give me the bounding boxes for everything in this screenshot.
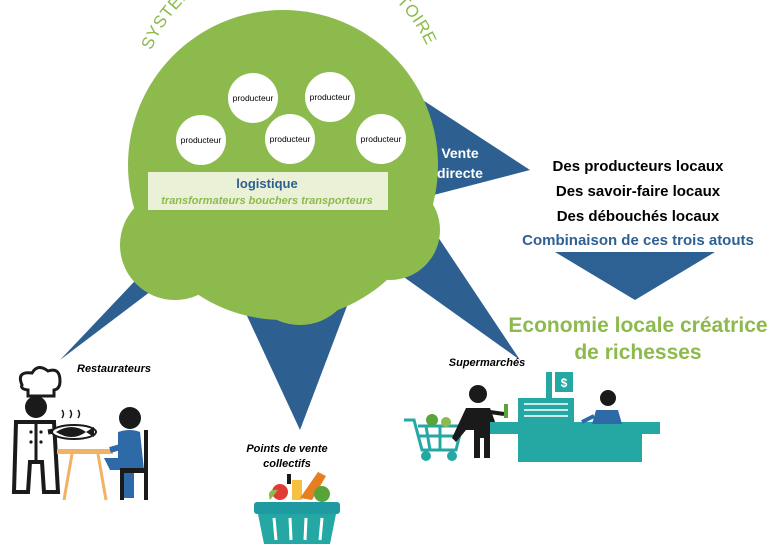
shopper-icon bbox=[452, 385, 508, 458]
cart-icon bbox=[404, 418, 464, 461]
producer-label: producteur bbox=[181, 135, 222, 145]
price-tag-icon: $ bbox=[555, 372, 573, 392]
collective-label: collectifs bbox=[263, 458, 311, 470]
producer-circles bbox=[176, 72, 406, 165]
producer-circle bbox=[176, 115, 226, 165]
combination-label: Combinaison de ces trois atouts bbox=[522, 232, 754, 249]
producer-circle bbox=[305, 72, 355, 122]
register-icon bbox=[490, 372, 660, 462]
producer-label: producteur bbox=[233, 93, 274, 103]
result-title: Economie locale créatrice bbox=[508, 314, 767, 337]
direct-sale-label: directe bbox=[437, 165, 483, 181]
table-icon bbox=[57, 449, 113, 501]
producer-circle bbox=[356, 114, 406, 164]
logistics-band bbox=[148, 172, 388, 210]
diner-icon bbox=[104, 407, 148, 500]
logistics-actors: transformateurs bouchers transporteurs bbox=[161, 195, 373, 207]
restaurants-label: Restaurateurs bbox=[77, 363, 151, 375]
logistics-title: logistique bbox=[236, 176, 297, 191]
basket-icon bbox=[254, 472, 340, 544]
dish-icon bbox=[51, 409, 97, 440]
asset-know-how: Des savoir-faire locaux bbox=[556, 183, 721, 200]
supermarkets-label: Supermarchés bbox=[449, 357, 525, 369]
spike-collective bbox=[235, 285, 355, 430]
producer-label: producteur bbox=[361, 134, 402, 144]
asset-producers: Des producteurs locaux bbox=[553, 158, 725, 175]
cashier-icon bbox=[581, 390, 622, 424]
result-title: de richesses bbox=[574, 341, 701, 364]
producer-circle bbox=[265, 114, 315, 164]
direct-sale-label: Vente bbox=[441, 145, 479, 161]
producer-circle bbox=[228, 73, 278, 123]
producer-label: producteur bbox=[310, 92, 351, 102]
down-arrow bbox=[555, 252, 715, 300]
collective-label: Points de vente bbox=[246, 443, 327, 455]
producer-label: producteur bbox=[270, 134, 311, 144]
asset-outlets: Des débouchés locaux bbox=[557, 208, 720, 225]
cart-groceries bbox=[426, 414, 451, 427]
territory-blob bbox=[120, 10, 440, 325]
svg-text:$: $ bbox=[561, 376, 568, 390]
